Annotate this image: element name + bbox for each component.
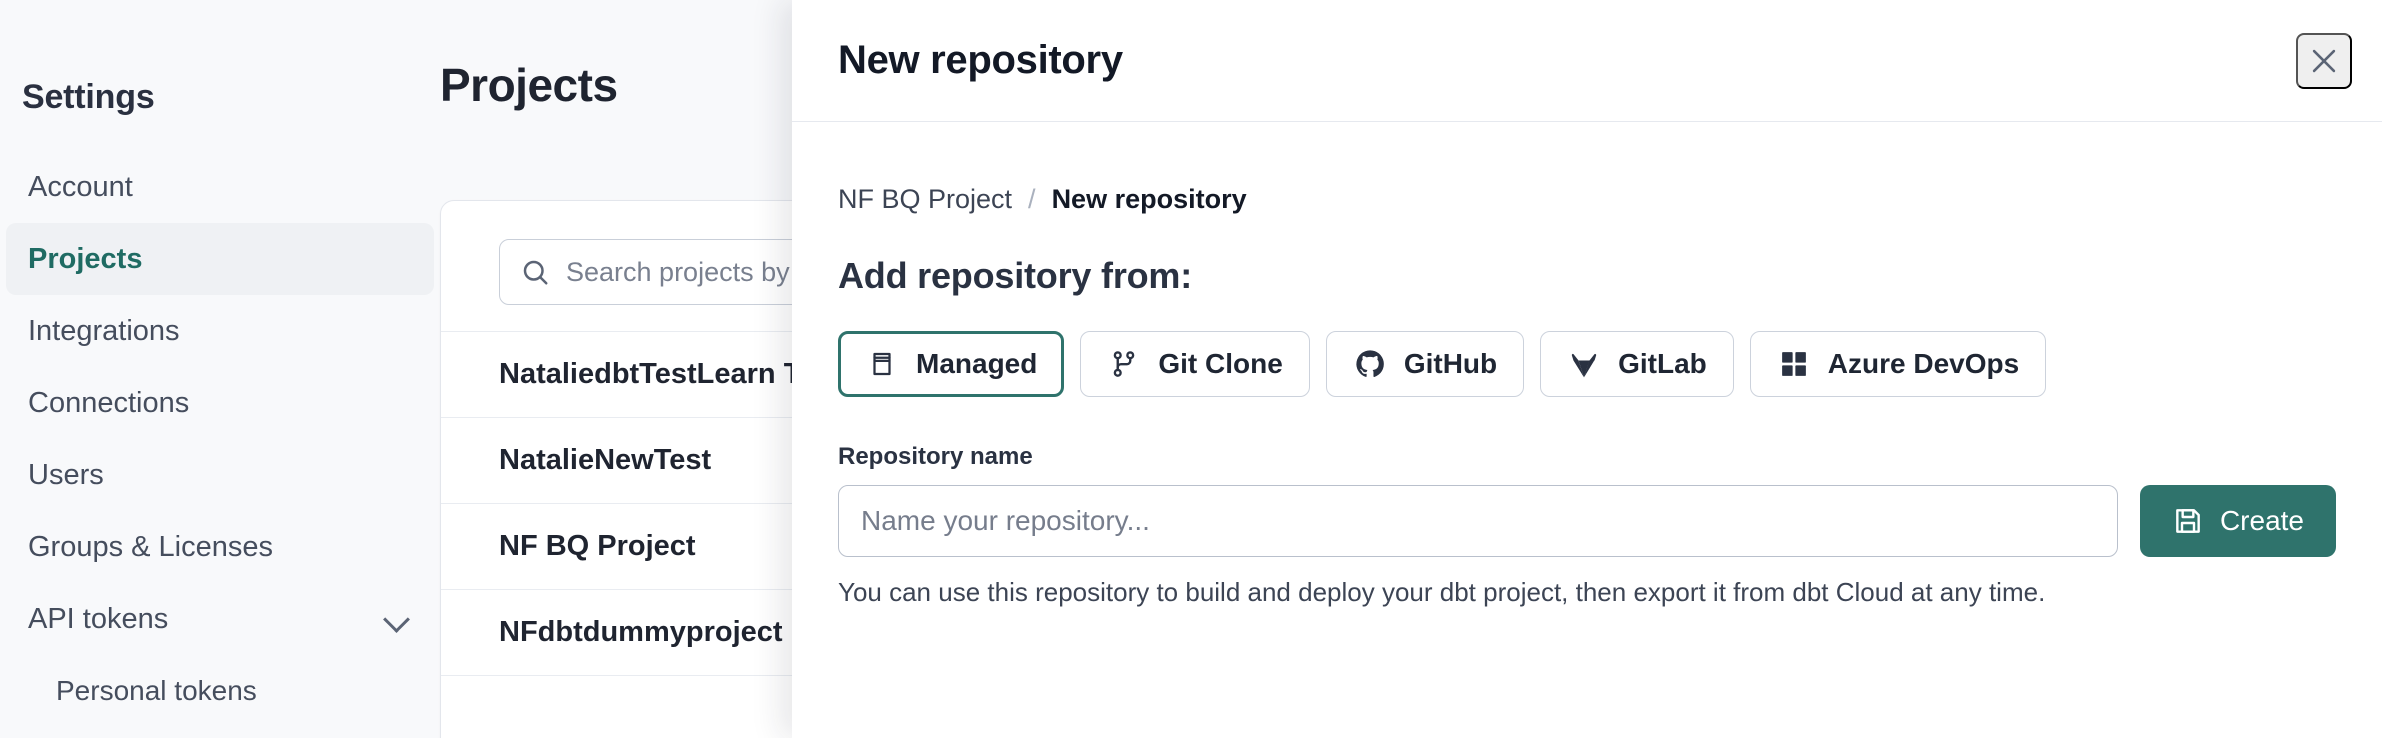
chevron-down-icon[interactable] [382,604,412,634]
repository-name-label: Repository name [838,443,1033,470]
project-name: NataliedbtTestLearn T [499,358,802,390]
sidebar-item-label: Integrations [28,314,180,347]
sidebar-item-account[interactable]: Account [6,151,434,223]
azure-devops-icon [1777,347,1811,381]
breadcrumb-item-project[interactable]: NF BQ Project [838,184,1013,214]
close-icon[interactable] [2296,32,2352,89]
book-icon [865,347,899,381]
modal-header: New repository [792,0,2382,122]
breadcrumb-separator: / [1028,184,1036,214]
sidebar-item-groups-licenses[interactable]: Groups & Licenses [6,511,434,583]
gitlab-icon [1567,347,1601,381]
search-icon [520,257,550,287]
breadcrumb-item-current: New repository [1051,184,1247,214]
modal-body: NF BQ Project / New repository Add repos… [792,184,2382,608]
sidebar-item-label: Groups & Licenses [28,530,274,563]
git-branch-icon [1107,347,1141,381]
source-tab-azure-devops[interactable]: Azure DevOps [1749,331,2047,397]
save-icon [2172,505,2204,537]
breadcrumb: NF BQ Project / New repository [838,184,2336,215]
repository-name-row: Create [838,485,2336,557]
sidebar-item-label: Account [28,170,133,203]
github-icon [1353,347,1387,381]
repository-name-input[interactable] [838,485,2118,557]
source-tab-label: Managed [916,348,1038,379]
modal-title: New repository [838,38,1123,82]
sidebar-title: Settings [22,78,155,116]
sidebar-item-personal-tokens[interactable]: Personal tokens [6,655,434,727]
sidebar-item-label: Personal tokens [56,675,257,706]
new-repository-modal: New repository NF BQ Project / New repos… [792,0,2382,738]
sidebar-item-projects[interactable]: Projects [6,223,434,295]
source-tab-git-clone[interactable]: Git Clone [1080,331,1310,397]
repository-help-text: You can use this repository to build and… [838,577,2046,607]
sidebar-item-label: API tokens [28,602,169,635]
source-tab-github[interactable]: GitHub [1325,331,1525,397]
settings-sidebar: Settings Account Projects Integrations C… [0,0,440,738]
page-title: Projects [440,59,618,111]
project-name: NFdbtdummyproject [499,616,783,648]
project-name: NF BQ Project [499,530,696,562]
sidebar-item-connections[interactable]: Connections [6,367,434,439]
sidebar-item-label: Connections [28,386,190,419]
repository-source-tabs: Managed Git Clone [838,331,2336,397]
section-heading: Add repository from: [838,255,1193,296]
source-tab-label: Azure DevOps [1827,348,2020,379]
sidebar-item-users[interactable]: Users [6,439,434,511]
source-tab-managed[interactable]: Managed [838,331,1065,397]
source-tab-gitlab[interactable]: GitLab [1540,331,1734,397]
source-tab-label: GitHub [1403,348,1498,379]
source-tab-label: GitLab [1618,348,1707,379]
sidebar-item-label: Users [28,458,104,491]
sidebar-item-api-tokens[interactable]: API tokens [6,583,434,655]
sidebar-item-label: Projects [28,242,143,275]
project-name: NatalieNewTest [499,444,712,476]
create-button-label: Create [2219,505,2304,536]
sidebar-item-integrations[interactable]: Integrations [6,295,434,367]
create-button[interactable]: Create [2139,485,2336,557]
source-tab-label: Git Clone [1158,348,1283,379]
